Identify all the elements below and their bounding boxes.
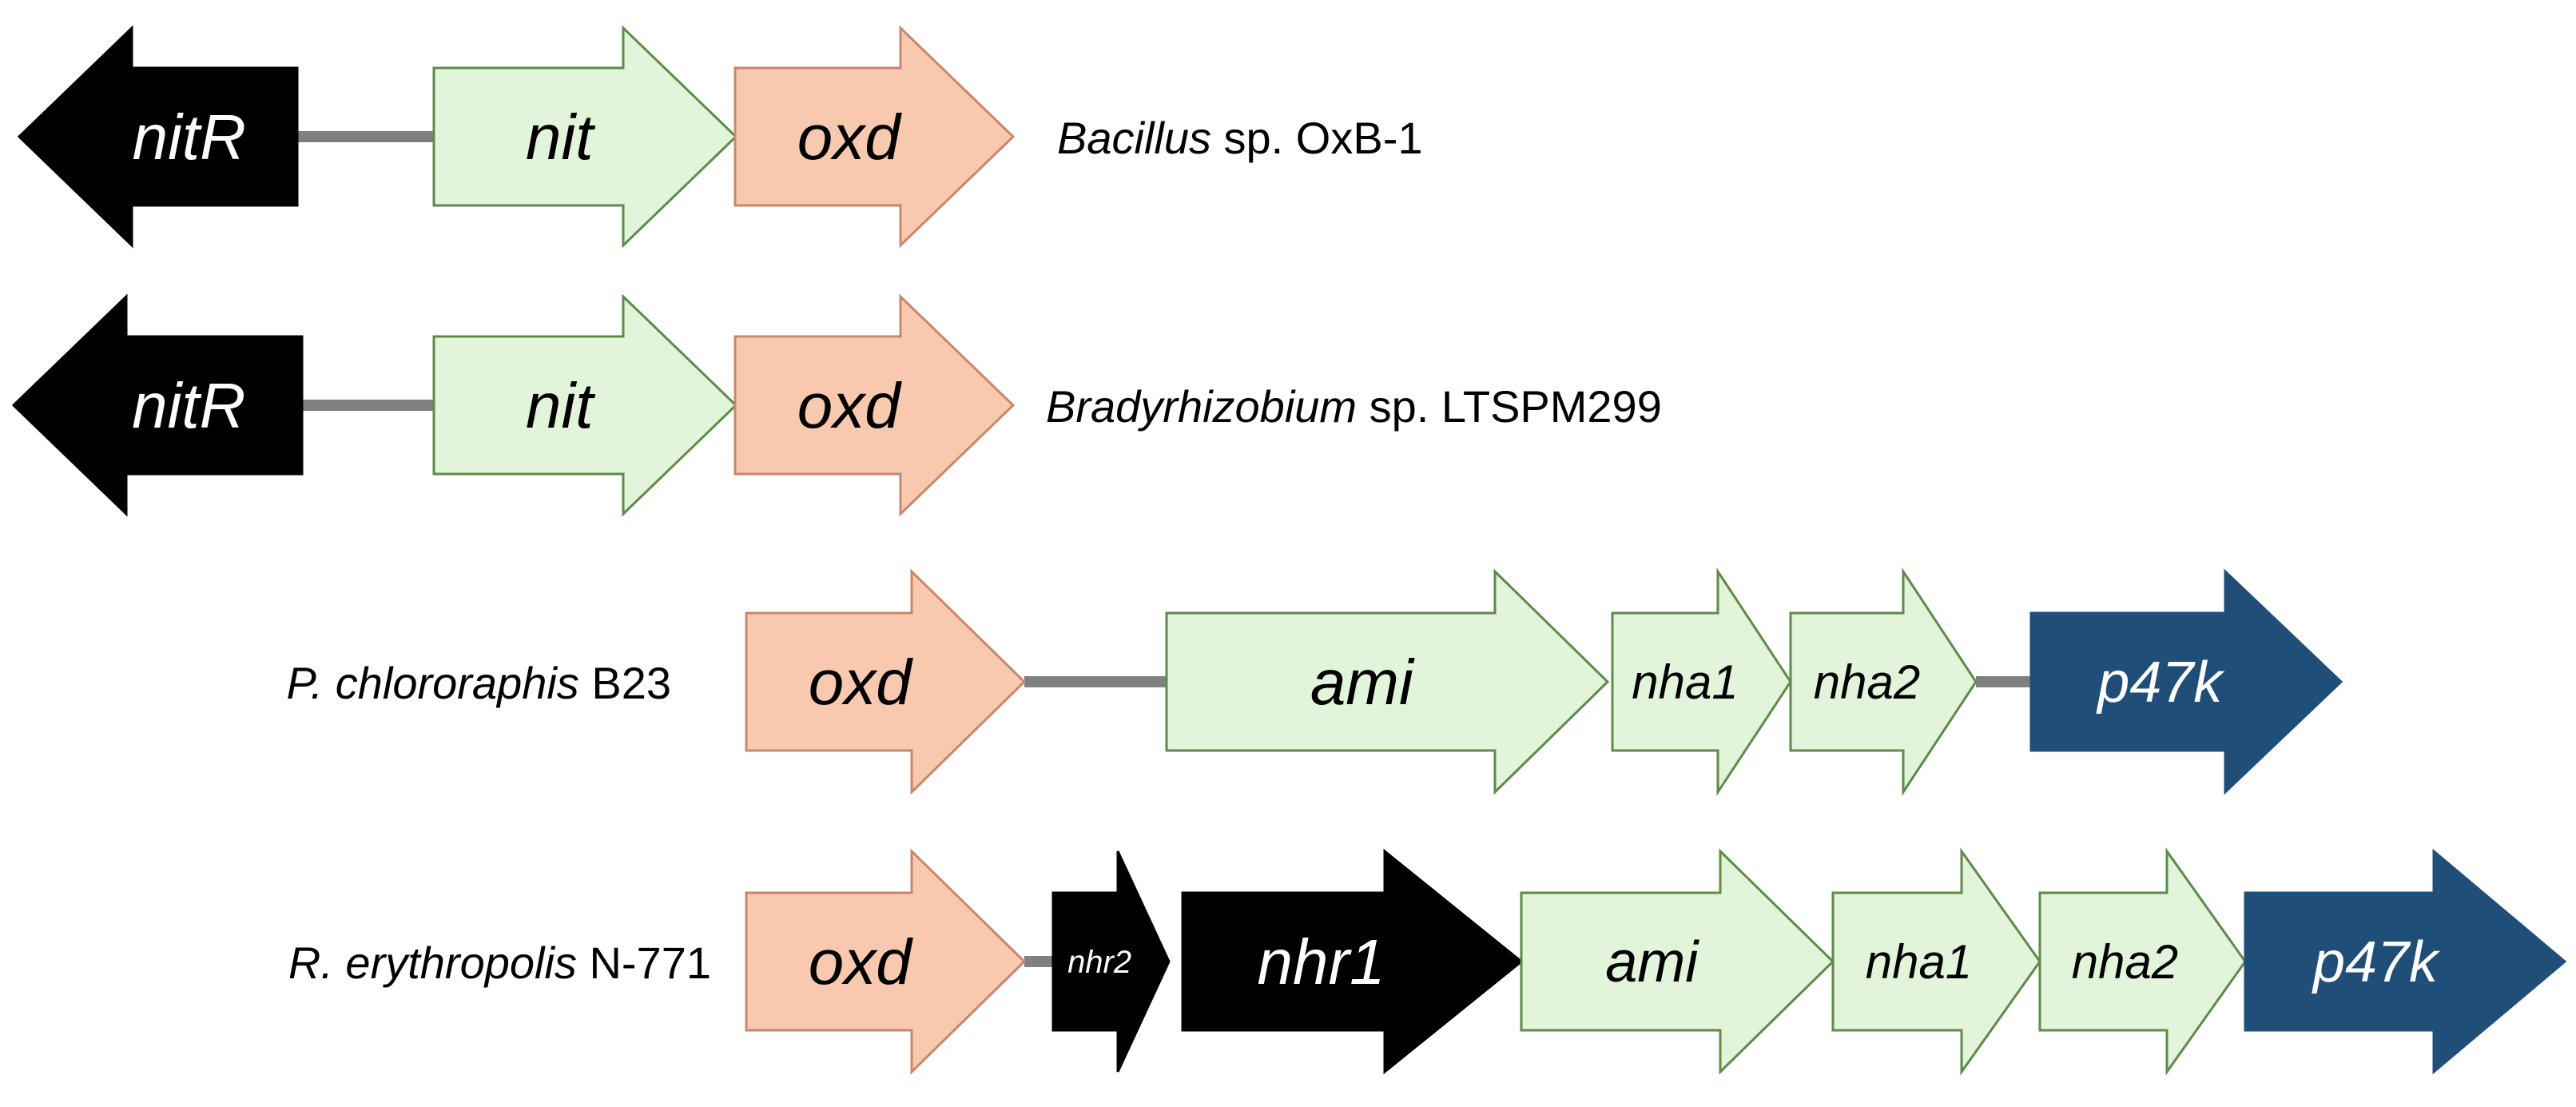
gene-label: p47k: [2096, 651, 2225, 715]
gene-arrow-nha1: nha1: [1611, 567, 1792, 796]
gene-label: nit: [526, 102, 595, 173]
organism-label: Bacillus sp. OxB-1: [1057, 113, 1423, 163]
gene-label: ami: [1605, 930, 1699, 994]
organism-genus: P. chlororaphis: [287, 658, 579, 708]
organism-genus: Bacillus: [1057, 113, 1211, 163]
gene-arrow-shape: [1181, 848, 1524, 1075]
organism-strain: B23: [579, 658, 671, 708]
gene-arrow-shape: [1831, 847, 2041, 1076]
gene-label: nhr2: [1067, 945, 1131, 980]
gene-arrow-p47k: p47k: [2244, 848, 2567, 1075]
organism-genus: R. erythropolis: [288, 938, 577, 988]
gene-arrow-nhr2: nhr2: [1051, 850, 1171, 1073]
gene-arrow-shape: [11, 293, 304, 517]
gene-arrow-p47k: p47k: [2029, 568, 2343, 795]
gene-layer: nitR nit oxd nitR nit oxd oxd ami nha1 nha2 p47k ox…: [11, 25, 2567, 1076]
gene-arrow-ami: ami: [1165, 568, 1610, 795]
gene-arrow-shape: [432, 293, 738, 517]
gene-label: p47k: [2312, 930, 2441, 994]
gene-arrow-shape: [2029, 568, 2343, 795]
gene-label: oxd: [809, 647, 913, 718]
gene-arrow-shape: [733, 25, 1016, 249]
gene-arrow-shape: [1611, 567, 1792, 796]
gene-label: nitR: [133, 102, 246, 173]
gene-arrow-oxd: oxd: [745, 848, 1027, 1075]
gene-label: nitR: [132, 370, 245, 441]
gene-label: oxd: [797, 370, 902, 441]
gene-arrow-shape: [733, 293, 1016, 517]
organism-strain: N-771: [577, 938, 711, 988]
gene-label: oxd: [809, 926, 913, 997]
gene-label: nha2: [2072, 935, 2178, 989]
gene-arrow-nha1: nha1: [1831, 847, 2041, 1076]
gene-arrow-nhr1: nhr1: [1181, 848, 1524, 1075]
gene-arrow-nha2: nha2: [1789, 567, 1978, 796]
gene-label: oxd: [797, 102, 902, 173]
gene-arrow-shape: [17, 25, 299, 249]
gene-arrow-shape: [1051, 850, 1171, 1073]
linker-layer: [297, 131, 2031, 967]
gene-label: nha2: [1814, 655, 1920, 709]
gene-arrow-shape: [2244, 848, 2567, 1075]
gene-label: nha1: [1632, 655, 1738, 709]
gene-arrow-nha2: nha2: [2038, 847, 2247, 1076]
gene-arrow-oxd: oxd: [733, 25, 1016, 249]
organism-label: Bradyrhizobium sp. LTSPM299: [1046, 381, 1662, 432]
gene-arrow-nitR: nitR: [11, 293, 304, 517]
organism-genus: Bradyrhizobium: [1046, 381, 1357, 432]
gene-arrow-shape: [1520, 848, 1835, 1075]
gene-label: ami: [1310, 647, 1415, 718]
gene-arrow-oxd: oxd: [733, 293, 1016, 517]
gene-arrow-shape: [1789, 567, 1978, 796]
gene-arrow-oxd: oxd: [745, 568, 1027, 795]
gene-arrow-ami: ami: [1520, 848, 1835, 1075]
gene-arrow-nitR: nitR: [17, 25, 299, 249]
organism-strain: sp. LTSPM299: [1357, 381, 1662, 432]
gene-label: nha1: [1866, 935, 1972, 989]
gene-arrow-shape: [1165, 568, 1610, 795]
gene-label: nhr1: [1257, 926, 1385, 997]
gene-arrow-nit: nit: [432, 293, 738, 517]
gene-arrow-shape: [745, 568, 1027, 795]
organism-label: R. erythropolis N-771: [288, 938, 711, 988]
gene-label: nit: [526, 370, 595, 441]
gene-arrow-shape: [745, 848, 1027, 1075]
gene-arrow-shape: [2038, 847, 2247, 1076]
organism-strain: sp. OxB-1: [1211, 113, 1423, 163]
gene-arrow-nit: nit: [432, 25, 738, 249]
organism-label: P. chlororaphis B23: [287, 658, 672, 708]
gene-arrow-shape: [432, 25, 738, 249]
